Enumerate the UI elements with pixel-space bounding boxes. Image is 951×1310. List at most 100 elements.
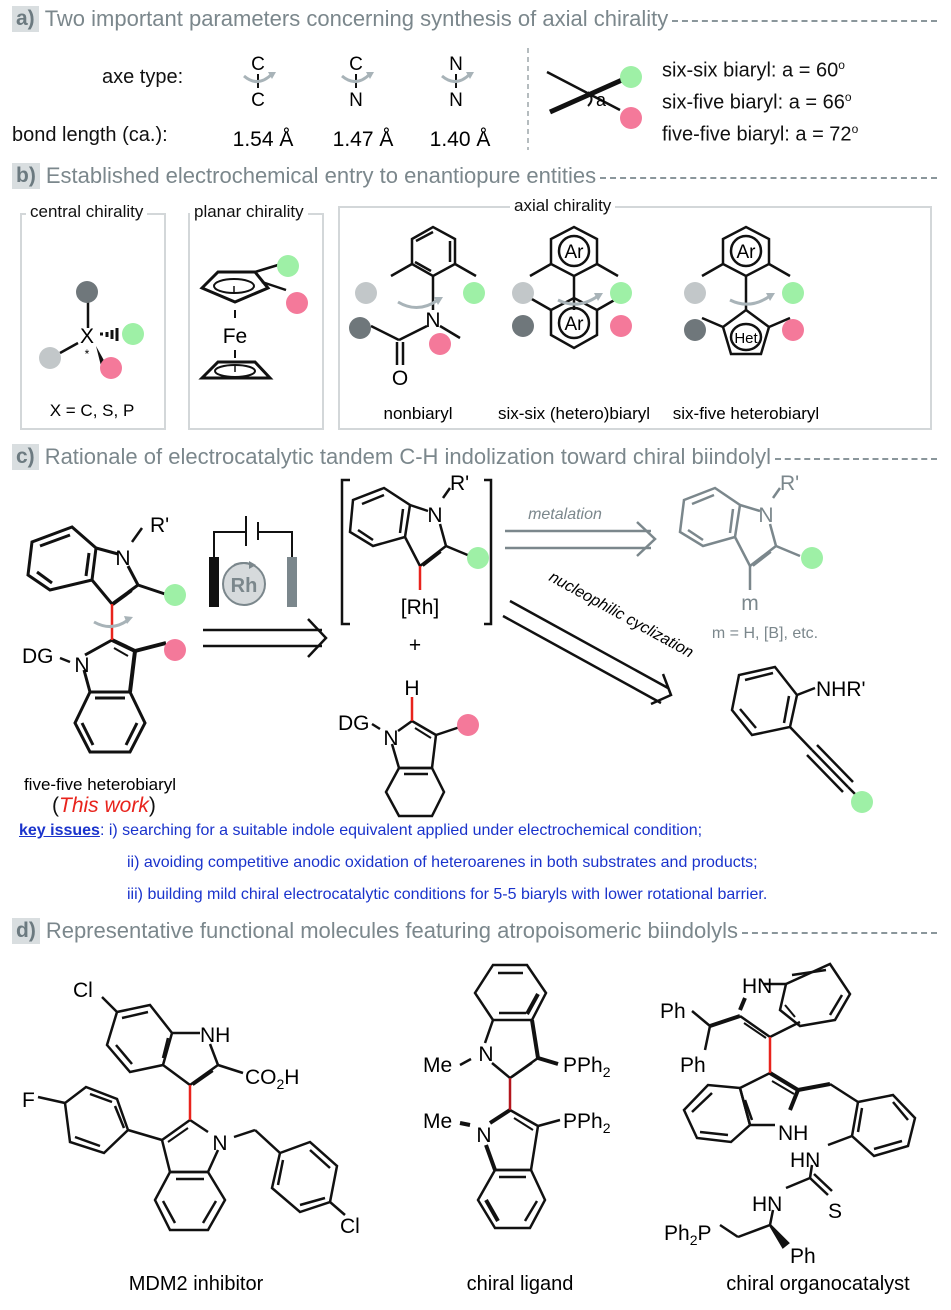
svg-text:N: N <box>758 504 773 527</box>
svg-text:Ph2P: Ph2P <box>664 1222 712 1248</box>
this-work-label: (This work) <box>52 794 156 817</box>
axial-chirality-title: axial chirality <box>510 196 616 216</box>
section-title: Representative functional molecules feat… <box>45 918 738 943</box>
section-title: Established electrochemical entry to ena… <box>45 163 597 188</box>
svg-text:CO2H: CO2H <box>245 1066 299 1092</box>
section-tag: c) <box>12 444 39 470</box>
metalation-label: metalation <box>528 506 602 523</box>
pink-dot <box>620 107 642 129</box>
key-issues-heading: key issues <box>19 822 100 839</box>
ferrocene-structure: Fe <box>198 255 308 380</box>
alkyne-aniline-product <box>730 665 859 798</box>
axial-chirality-box <box>338 206 932 430</box>
svg-text:Ar: Ar <box>565 242 585 263</box>
svg-text:Fe: Fe <box>223 325 248 348</box>
svg-text:HN: HN <box>790 1149 820 1172</box>
green-dot <box>801 547 823 569</box>
svg-text:five-five heterobiaryl: five-five heterobiaryl <box>24 775 176 794</box>
svg-text:C: C <box>251 54 265 75</box>
svg-text:R': R' <box>150 514 169 537</box>
rhodium-intermediate <box>340 478 493 626</box>
svg-text:C: C <box>349 54 363 75</box>
angle-six-six: six-six biaryl: a = 60o <box>662 58 845 82</box>
svg-text:N: N <box>425 309 440 332</box>
section-b-structures: X * X = C, S, P Fe <box>39 225 819 423</box>
central-chirality-title: central chirality <box>26 202 148 222</box>
svg-text:NH: NH <box>778 1122 808 1145</box>
svg-text:N: N <box>476 1124 491 1147</box>
green-dot <box>467 547 489 569</box>
axis-nn: N N <box>441 54 474 111</box>
section-d-molecules: Cl NH CO2H F N Cl MDM2 inhibitor Me N PP… <box>22 962 917 1295</box>
svg-text:Rh: Rh <box>231 575 258 597</box>
svg-text:N: N <box>478 1043 493 1066</box>
svg-text:[Rh]: [Rh] <box>401 596 440 619</box>
svg-text:+: + <box>409 634 421 657</box>
svg-text:R': R' <box>450 472 469 495</box>
angle-six-five: six-five biaryl: a = 66o <box>662 90 852 114</box>
svg-text:Ar: Ar <box>737 242 757 263</box>
svg-text:m: m <box>741 592 759 615</box>
svg-text:Cl: Cl <box>73 979 93 1002</box>
svg-text:Ph: Ph <box>660 1000 686 1023</box>
green-dot <box>164 584 186 606</box>
svg-text:nonbiaryl: nonbiaryl <box>384 404 453 423</box>
bond-length-cn: 1.47 Å <box>333 128 394 151</box>
svg-text:DG: DG <box>338 712 370 735</box>
axe-type-label: axe type: <box>102 66 184 88</box>
chiral-ligand-structure <box>459 963 561 1230</box>
section-tag: b) <box>12 163 40 189</box>
angle-diagram: a <box>546 66 642 129</box>
svg-text:HN: HN <box>752 1193 782 1216</box>
svg-text:six-five heterobiaryl: six-five heterobiaryl <box>673 404 819 423</box>
mdm2-inhibitor-structure <box>37 996 346 1232</box>
svg-text:Ar: Ar <box>565 314 585 335</box>
bond-length-label: bond length (ca.): <box>12 124 168 146</box>
chiral-ligand-caption: chiral ligand <box>467 1273 574 1295</box>
section-tag: a) <box>12 6 39 32</box>
section-title: Rationale of electrocatalytic tandem C-H… <box>44 444 772 469</box>
central-chirality-structure: X * X = C, S, P <box>39 281 144 420</box>
pink-dot <box>457 714 479 736</box>
svg-text:N: N <box>449 90 463 111</box>
svg-text:N: N <box>349 90 363 111</box>
svg-text:NHR': NHR' <box>816 678 866 701</box>
section-b-header: b) Established electrochemical entry to … <box>12 163 937 189</box>
section-a-header: a) Two important parameters concerning s… <box>12 6 937 32</box>
svg-text:X: X <box>80 325 94 348</box>
key-issues-line-1: key issues: i) searching for a suitable … <box>19 822 703 839</box>
electrochemical-cell-icon: Rh <box>209 516 297 607</box>
svg-text:DG: DG <box>22 645 54 668</box>
six-five-heterobiaryl-structure <box>701 225 791 356</box>
cyclization-arrow <box>502 599 673 706</box>
svg-text:HN: HN <box>742 975 772 998</box>
section-tag: d) <box>12 918 40 944</box>
organocatalyst-caption: chiral organocatalyst <box>726 1273 910 1295</box>
key-issues-line-3: iii) building mild chiral electrocatalyt… <box>127 886 768 903</box>
svg-text:N: N <box>383 727 398 750</box>
axis-cc: C C <box>243 54 276 111</box>
axis-cn: C N <box>341 54 374 111</box>
metalation-arrow <box>505 521 657 557</box>
green-dot <box>620 66 642 88</box>
green-dot <box>851 791 873 813</box>
svg-text:PPh2: PPh2 <box>563 1054 611 1080</box>
svg-text:R': R' <box>780 472 799 495</box>
svg-text:O: O <box>392 367 408 390</box>
pink-dot <box>164 639 186 661</box>
section-title: Two important parameters concerning synt… <box>44 6 669 31</box>
key-issues-line-2: ii) avoiding competitive anodic oxidatio… <box>127 854 758 871</box>
svg-text:N: N <box>212 1132 227 1155</box>
svg-text:N: N <box>115 547 130 570</box>
indole-substrate <box>371 719 461 818</box>
dashed-rule <box>672 20 937 22</box>
svg-text:PPh2: PPh2 <box>563 1110 611 1136</box>
reaction-arrow <box>203 618 328 658</box>
bond-length-cc: 1.54 Å <box>233 128 294 151</box>
svg-text:m = H, [B], etc.: m = H, [B], etc. <box>712 625 818 642</box>
section-c-header: c) Rationale of electrocatalytic tandem … <box>12 444 937 470</box>
svg-text:F: F <box>22 1089 35 1112</box>
svg-text:NH: NH <box>200 1024 230 1047</box>
planar-chirality-title: planar chirality <box>190 202 308 222</box>
svg-text:Me: Me <box>423 1110 452 1133</box>
